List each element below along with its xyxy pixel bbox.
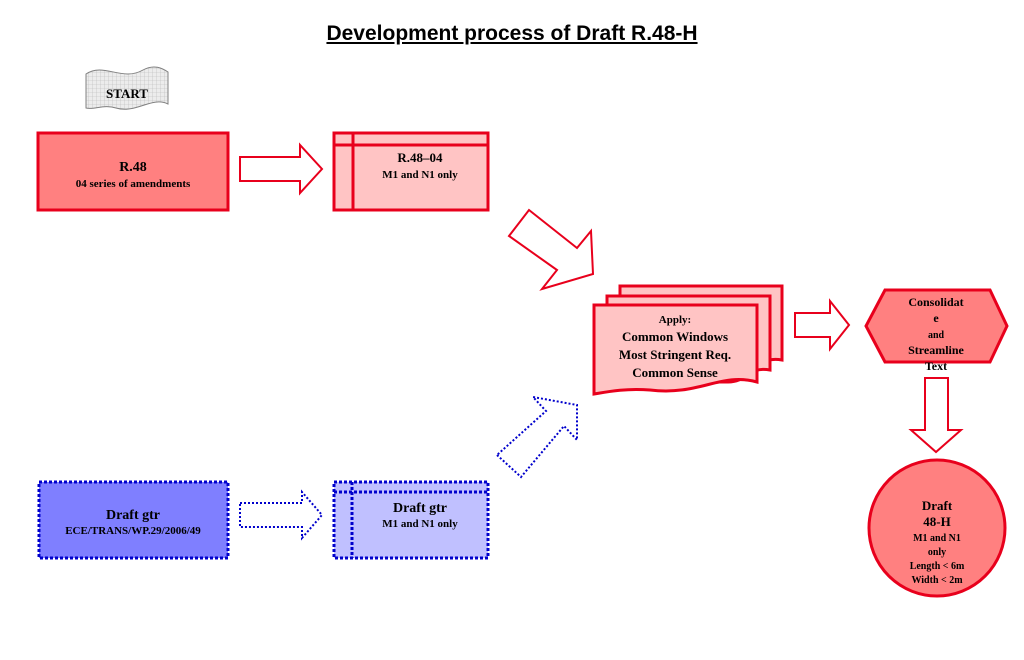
draft48h-line-1: Draft xyxy=(922,498,953,513)
r48-node: R.48 04 series of amendments xyxy=(36,131,230,212)
apply-line-3: Common Sense xyxy=(632,365,718,380)
draft48h-line-3: M1 and N1 xyxy=(913,533,961,544)
apply-page-front xyxy=(592,303,759,396)
consolidate-line-5: Text xyxy=(925,359,947,373)
draft48h-line-6: Width < 2m xyxy=(911,575,963,586)
draft-gtr-subtitle: ECE/TRANS/WP.29/2006/49 xyxy=(65,525,201,537)
draft-gtr-node: Draft gtr ECE/TRANS/WP.29/2006/49 xyxy=(37,480,230,560)
apply-heading: Apply: xyxy=(659,314,691,326)
draft48h-line-4: only xyxy=(928,547,946,558)
r48-title: R.48 xyxy=(119,160,147,175)
diagram-title: Development process of Draft R.48-H xyxy=(326,22,698,45)
consolidate-line-1: Consolidat xyxy=(908,295,963,309)
draft48h-line-5: Length < 6m xyxy=(910,561,965,572)
start-shape xyxy=(85,66,169,110)
consolidate-line-4: Streamline xyxy=(908,343,964,357)
draft48h-circle xyxy=(867,458,1007,598)
consolidate-line-2: e xyxy=(933,311,939,325)
apply-line-2: Most Stringent Req. xyxy=(619,347,731,362)
draft-gtr-m1n1-node: Draft gtr M1 and N1 only xyxy=(332,480,490,560)
start-node: START xyxy=(85,66,169,110)
r48-04-subtitle: M1 and N1 only xyxy=(382,169,458,181)
consolidate-node: Consolidat e and Streamline Text xyxy=(864,288,1009,373)
arrow-r48-04-to-apply xyxy=(507,208,595,291)
r48-box xyxy=(36,131,230,212)
r48-04-node: R.48–04 M1 and N1 only xyxy=(332,131,490,212)
draft-gtr-m1n1-title: Draft gtr xyxy=(393,501,447,516)
draft-gtr-m1n1-subtitle: M1 and N1 only xyxy=(382,518,458,530)
r48-04-title: R.48–04 xyxy=(397,150,443,165)
apply-line-1: Common Windows xyxy=(622,329,728,344)
arrow-r48-to-r48-04 xyxy=(239,142,324,196)
draft-gtr-m1n1-box xyxy=(332,480,490,560)
arrow-consolidate-to-draft48h xyxy=(908,377,964,454)
start-label: START xyxy=(106,86,148,101)
arrow-draft-gtr-m1n1-to-apply xyxy=(495,395,578,479)
arrow-apply-to-consolidate xyxy=(794,298,851,352)
draft-gtr-title: Draft gtr xyxy=(106,508,160,523)
apply-node: Apply: Common Windows Most Stringent Req… xyxy=(592,284,784,396)
draft48h-line-2: 48-H xyxy=(923,514,950,529)
arrow-draft-gtr-to-m1n1 xyxy=(239,489,324,541)
draft-gtr-box xyxy=(37,480,230,560)
draft48h-node: Draft 48-H M1 and N1 only Length < 6m Wi… xyxy=(867,458,1007,598)
consolidate-hexagon xyxy=(864,288,1009,364)
consolidate-line-3: and xyxy=(928,330,945,341)
r48-subtitle: 04 series of amendments xyxy=(76,178,191,190)
